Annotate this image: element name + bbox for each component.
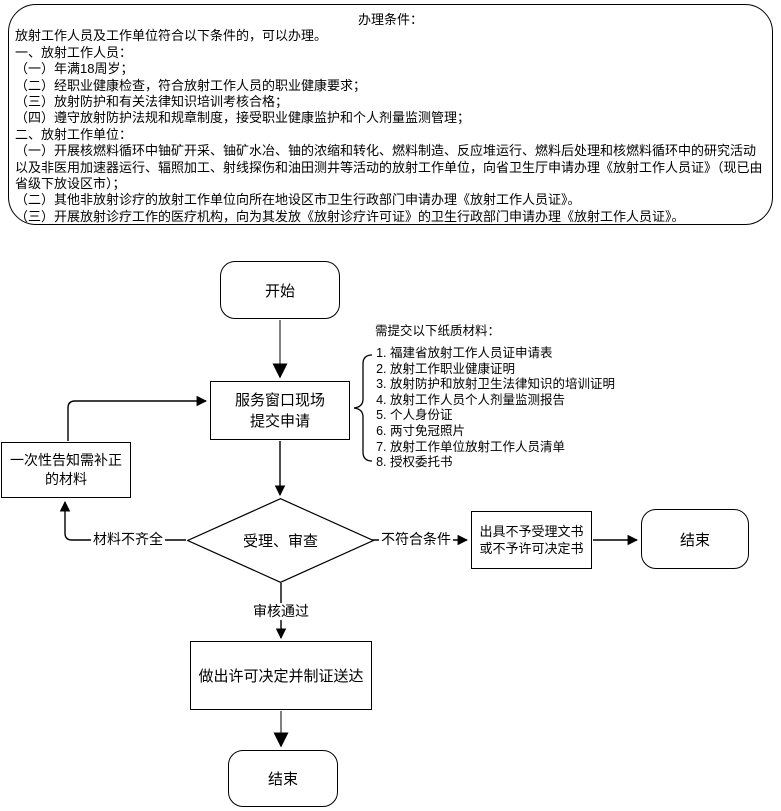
end-right-label: 结束 (679, 531, 710, 549)
end-node-bottom: 结束 (228, 750, 338, 807)
start-node-label: 开始 (264, 282, 295, 300)
conditions-line: （二）经职业健康检查，符合放射工作人员的职业健康要求； (15, 77, 367, 93)
conditions-panel: 办理条件： 放射工作人员及工作单位符合以下条件的，可以办理。 一、放射工作人员：… (8, 4, 773, 225)
review-diamond-label: 受理、审查 (242, 533, 318, 550)
materials-item: 放射工作人员个人剂量监测报告 (390, 393, 615, 409)
notify-node-label-line2: 的材料 (45, 471, 87, 487)
conditions-line: （三）放射防护和有关法律知识培训考核合格； (15, 94, 289, 110)
materials-item: 放射工作职业健康证明 (390, 362, 615, 378)
materials-item: 福建省放射工作人员证申请表 (390, 346, 615, 362)
decide-node-label: 做出许可决定并制证送达 (198, 668, 364, 685)
conditions-line: （四）遵守放射防护法规和规章制度，接受职业健康监护和个人剂量监测管理； (15, 110, 471, 126)
conditions-line: （三）开展放射诊疗工作的医疗机构，向为其发放《放射诊疗许可证》的卫生行政部门申请… (15, 208, 685, 224)
conditions-title: 办理条件： (357, 12, 423, 27)
materials-item: 个人身份证 (390, 408, 615, 424)
start-node: 开始 (220, 261, 340, 319)
materials-item: 两寸免冠照片 (390, 424, 615, 440)
submit-node-label-line2: 提交申请 (249, 412, 310, 430)
review-decision-diamond: 受理、审查 (187, 498, 374, 583)
edge-label-not-qualified: 不符合条件 (379, 531, 453, 548)
diamond-shape (187, 498, 374, 583)
end-bottom-label: 结束 (267, 771, 298, 788)
materials-item: 授权委托书 (390, 455, 615, 471)
notify-correction-node: 一次性告知需补正 的材料 (1, 442, 131, 498)
materials-item: 放射防护和放射卫生法律知识的培训证明 (390, 377, 615, 393)
notify-node-label-line1: 一次性告知需补正 (10, 452, 122, 468)
edge-label-incomplete-materials: 材料不齐全 (91, 531, 165, 548)
reject-node-label-line1: 出具不予受理文书 (479, 524, 584, 539)
materials-header: 需提交以下纸质材料： (375, 324, 501, 338)
materials-list: 福建省放射工作人员证申请表 放射工作职业健康证明 放射防护和放射卫生法律知识的培… (374, 346, 615, 471)
materials-item: 放射工作单位放射工作人员清单 (390, 440, 615, 456)
end-node-right: 结束 (641, 509, 749, 569)
materials-brace-icon (353, 354, 373, 462)
submit-application-node: 服务窗口现场 提交申请 (210, 381, 350, 440)
conditions-line: （二）其他非放射诊疗的放射工作单位向所在地设区市卫生行政部门申请办理《放射工作人… (15, 192, 581, 208)
conditions-line: 一、放射工作人员： (15, 44, 133, 60)
conditions-line: 二、放射工作单位： (15, 126, 133, 142)
reject-node-label-line2: 或不予许可决定书 (479, 541, 584, 556)
reject-document-node: 出具不予受理文书 或不予许可决定书 (471, 511, 592, 569)
conditions-line: （一）开展核燃料循环中铀矿开采、铀矿水冶、铀的浓缩和转化、燃料制造、反应堆运行、… (15, 143, 763, 192)
conditions-line: （一）年满18周岁； (15, 61, 134, 77)
conditions-line: 放射工作人员及工作单位符合以下条件的，可以办理。 (15, 28, 328, 44)
arrow-notify-to-submit (67, 395, 208, 441)
submit-node-label-line1: 服务窗口现场 (234, 391, 325, 409)
edge-label-review-approved: 审核通过 (251, 603, 311, 620)
decision-delivery-node: 做出许可决定并制证送达 (190, 641, 372, 710)
